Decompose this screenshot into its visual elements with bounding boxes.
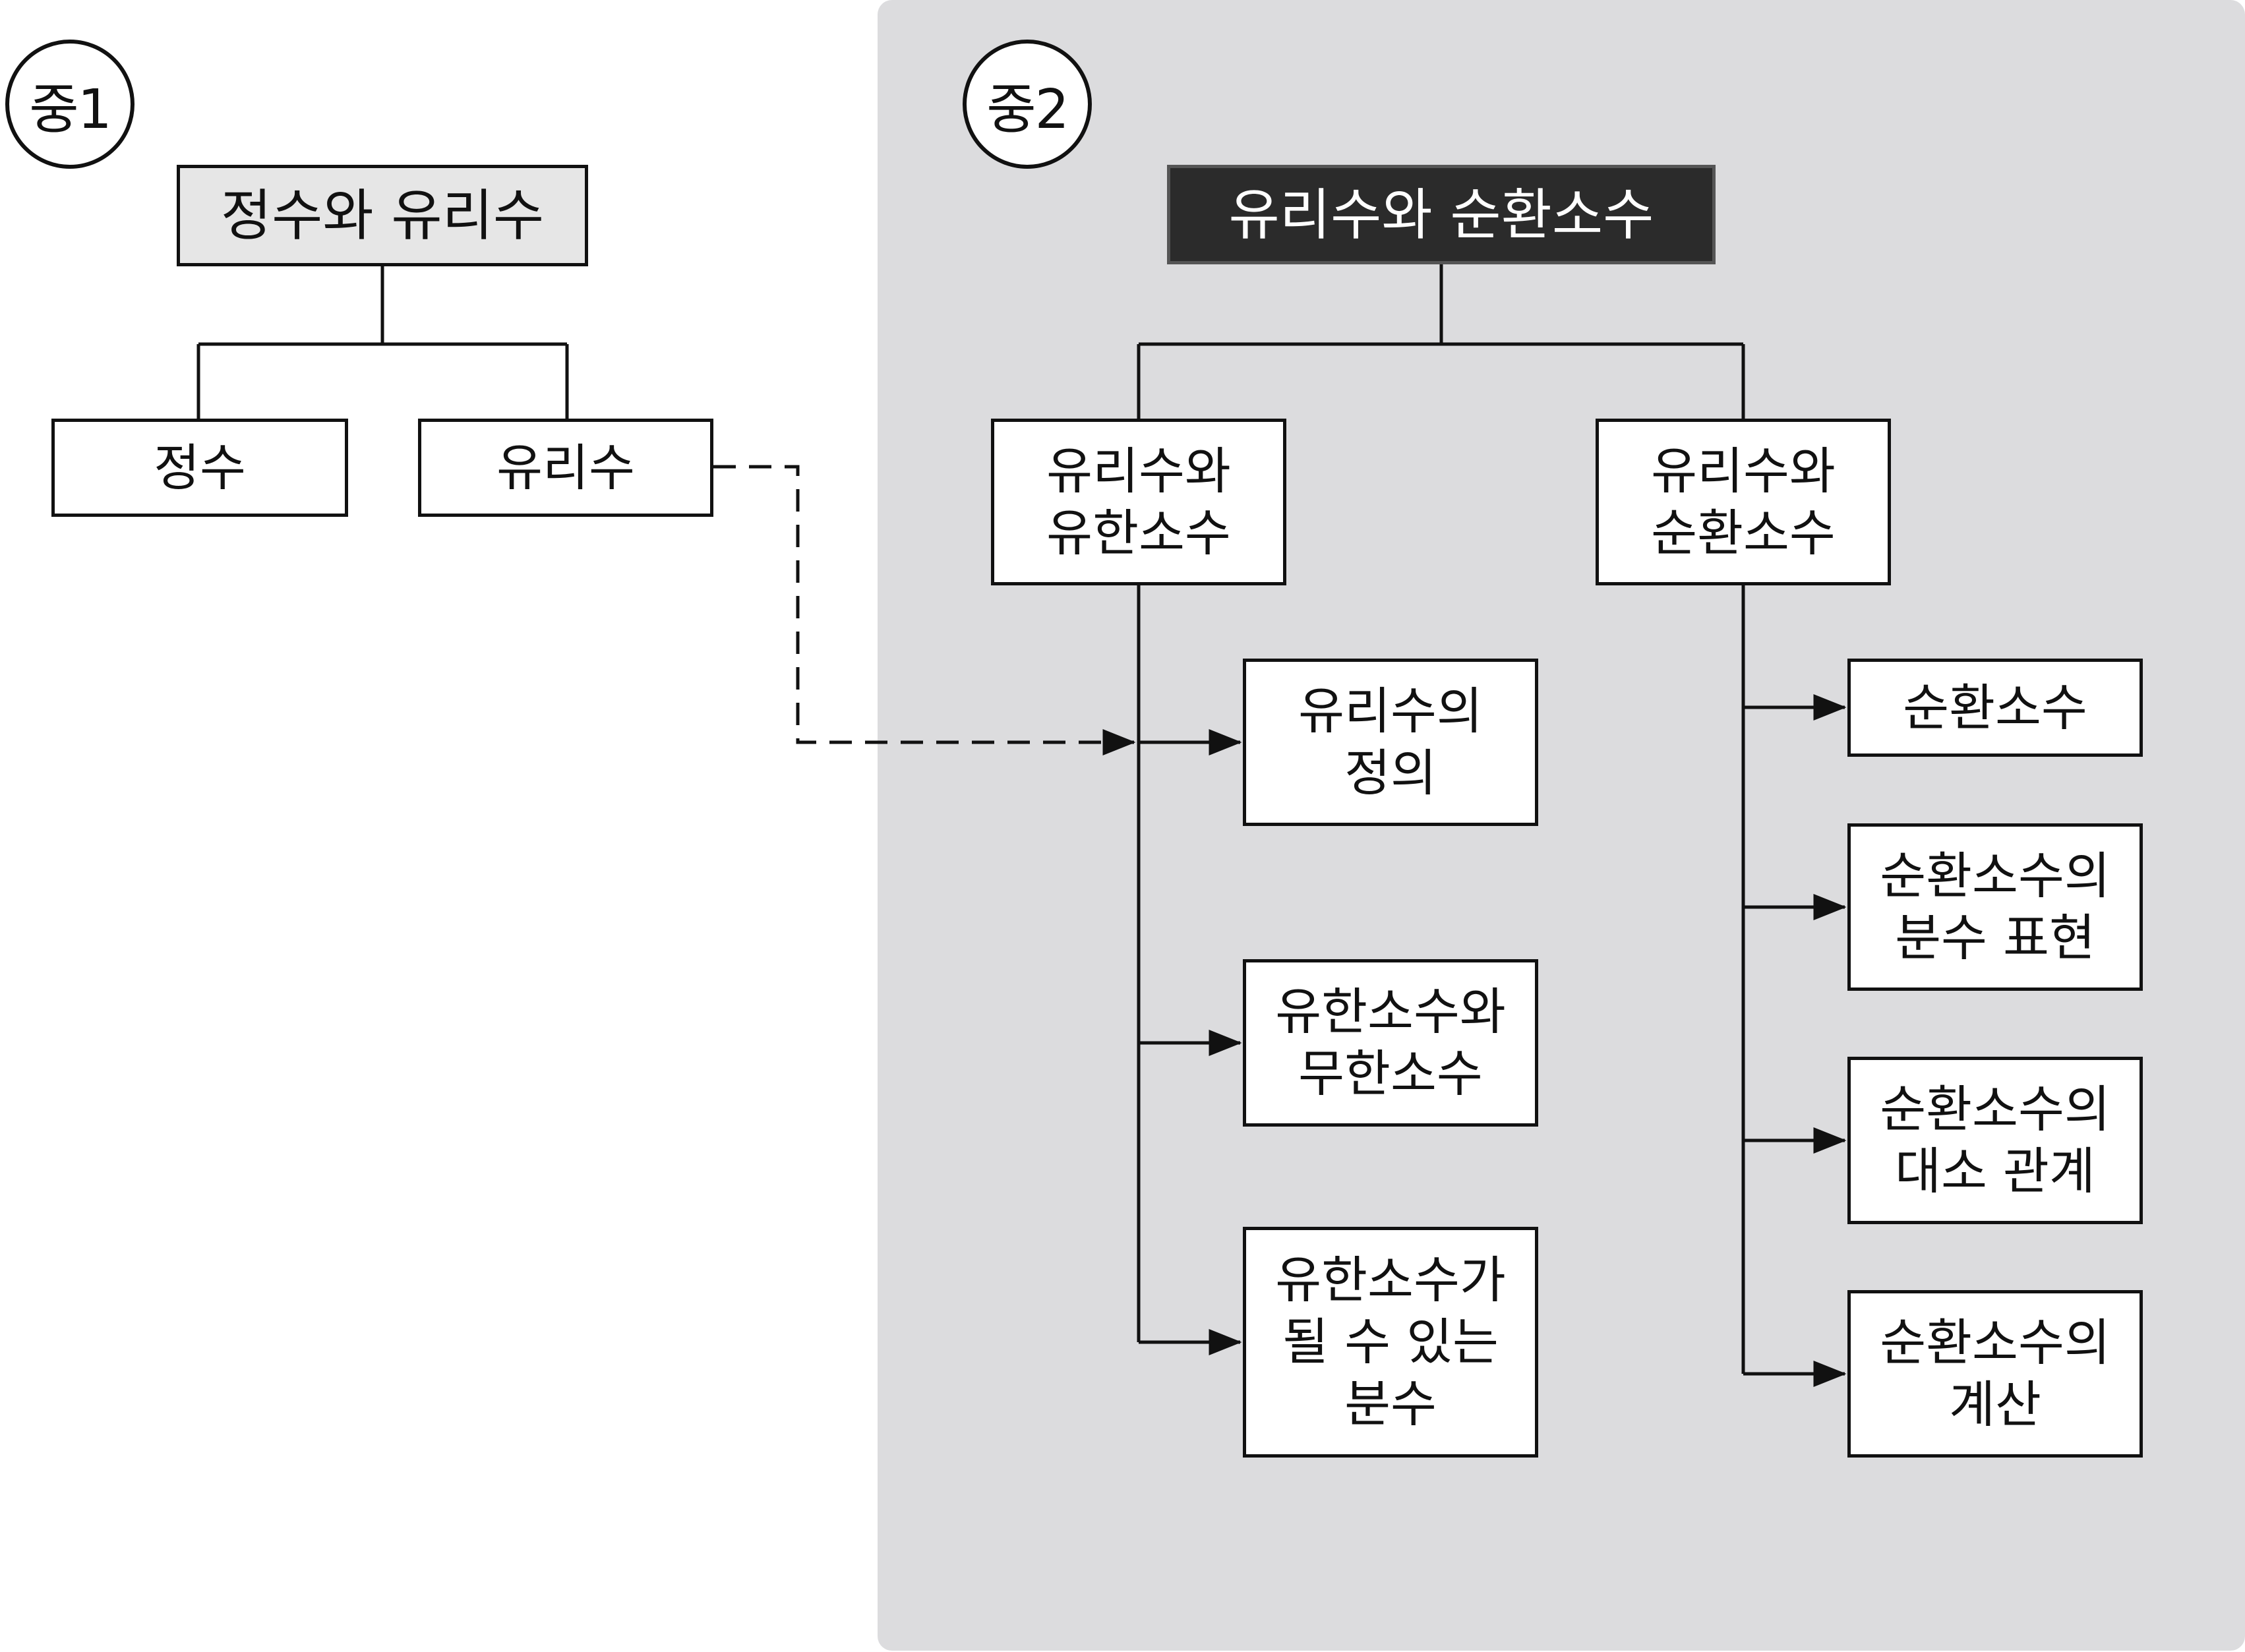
- grade-one-badge: 중1: [5, 40, 135, 169]
- g2-branch-repeating: 유리수와 순환소수: [1596, 419, 1891, 585]
- node-finite-infinite: 유한소수와 무한소수: [1243, 959, 1538, 1127]
- node-order-text: 순환소수의 대소 관계: [1880, 1080, 2110, 1200]
- node-computation-text: 순환소수의 계산: [1880, 1313, 2110, 1434]
- node-computation: 순환소수의 계산: [1847, 1290, 2143, 1458]
- node-fraction-form: 순환소수의 분수 표현: [1847, 823, 2143, 991]
- node-repeating-text: 순환소수: [1903, 678, 2087, 737]
- g1-node-rational-text: 유리수: [496, 438, 635, 497]
- g1-root-text: 정수와 유리수: [220, 183, 545, 248]
- node-finite-fraction-text: 유한소수가 될 수 있는 분수: [1275, 1251, 1506, 1433]
- node-finite-fraction: 유한소수가 될 수 있는 분수: [1243, 1227, 1538, 1458]
- node-finite-infinite-text: 유한소수와 무한소수: [1275, 982, 1506, 1103]
- g2-branch-finite-text: 유리수와 유한소수: [1046, 441, 1231, 562]
- g1-node-rational: 유리수: [418, 419, 713, 517]
- g2-branch-repeating-text: 유리수와 순환소수: [1651, 441, 1836, 562]
- grade-one-label: 중1: [29, 78, 112, 141]
- node-definition-text: 유리수의 정의: [1298, 682, 1483, 802]
- g2-branch-finite: 유리수와 유한소수: [991, 419, 1286, 585]
- node-fraction-form-text: 순환소수의 분수 표현: [1880, 846, 2110, 967]
- node-order: 순환소수의 대소 관계: [1847, 1057, 2143, 1224]
- g1-node-integer-text: 정수: [154, 438, 246, 497]
- node-repeating: 순환소수: [1847, 659, 2143, 757]
- node-definition: 유리수의 정의: [1243, 659, 1538, 826]
- grade-two-badge: 중2: [963, 40, 1092, 169]
- grade-two-label: 중2: [986, 78, 1069, 141]
- g2-root-text: 유리수와 순환소수: [1228, 182, 1654, 247]
- g1-root-node: 정수와 유리수: [177, 165, 588, 266]
- g1-node-integer: 정수: [51, 419, 348, 517]
- link-dashed: [713, 465, 1136, 755]
- g2-root-node: 유리수와 순환소수: [1167, 165, 1716, 264]
